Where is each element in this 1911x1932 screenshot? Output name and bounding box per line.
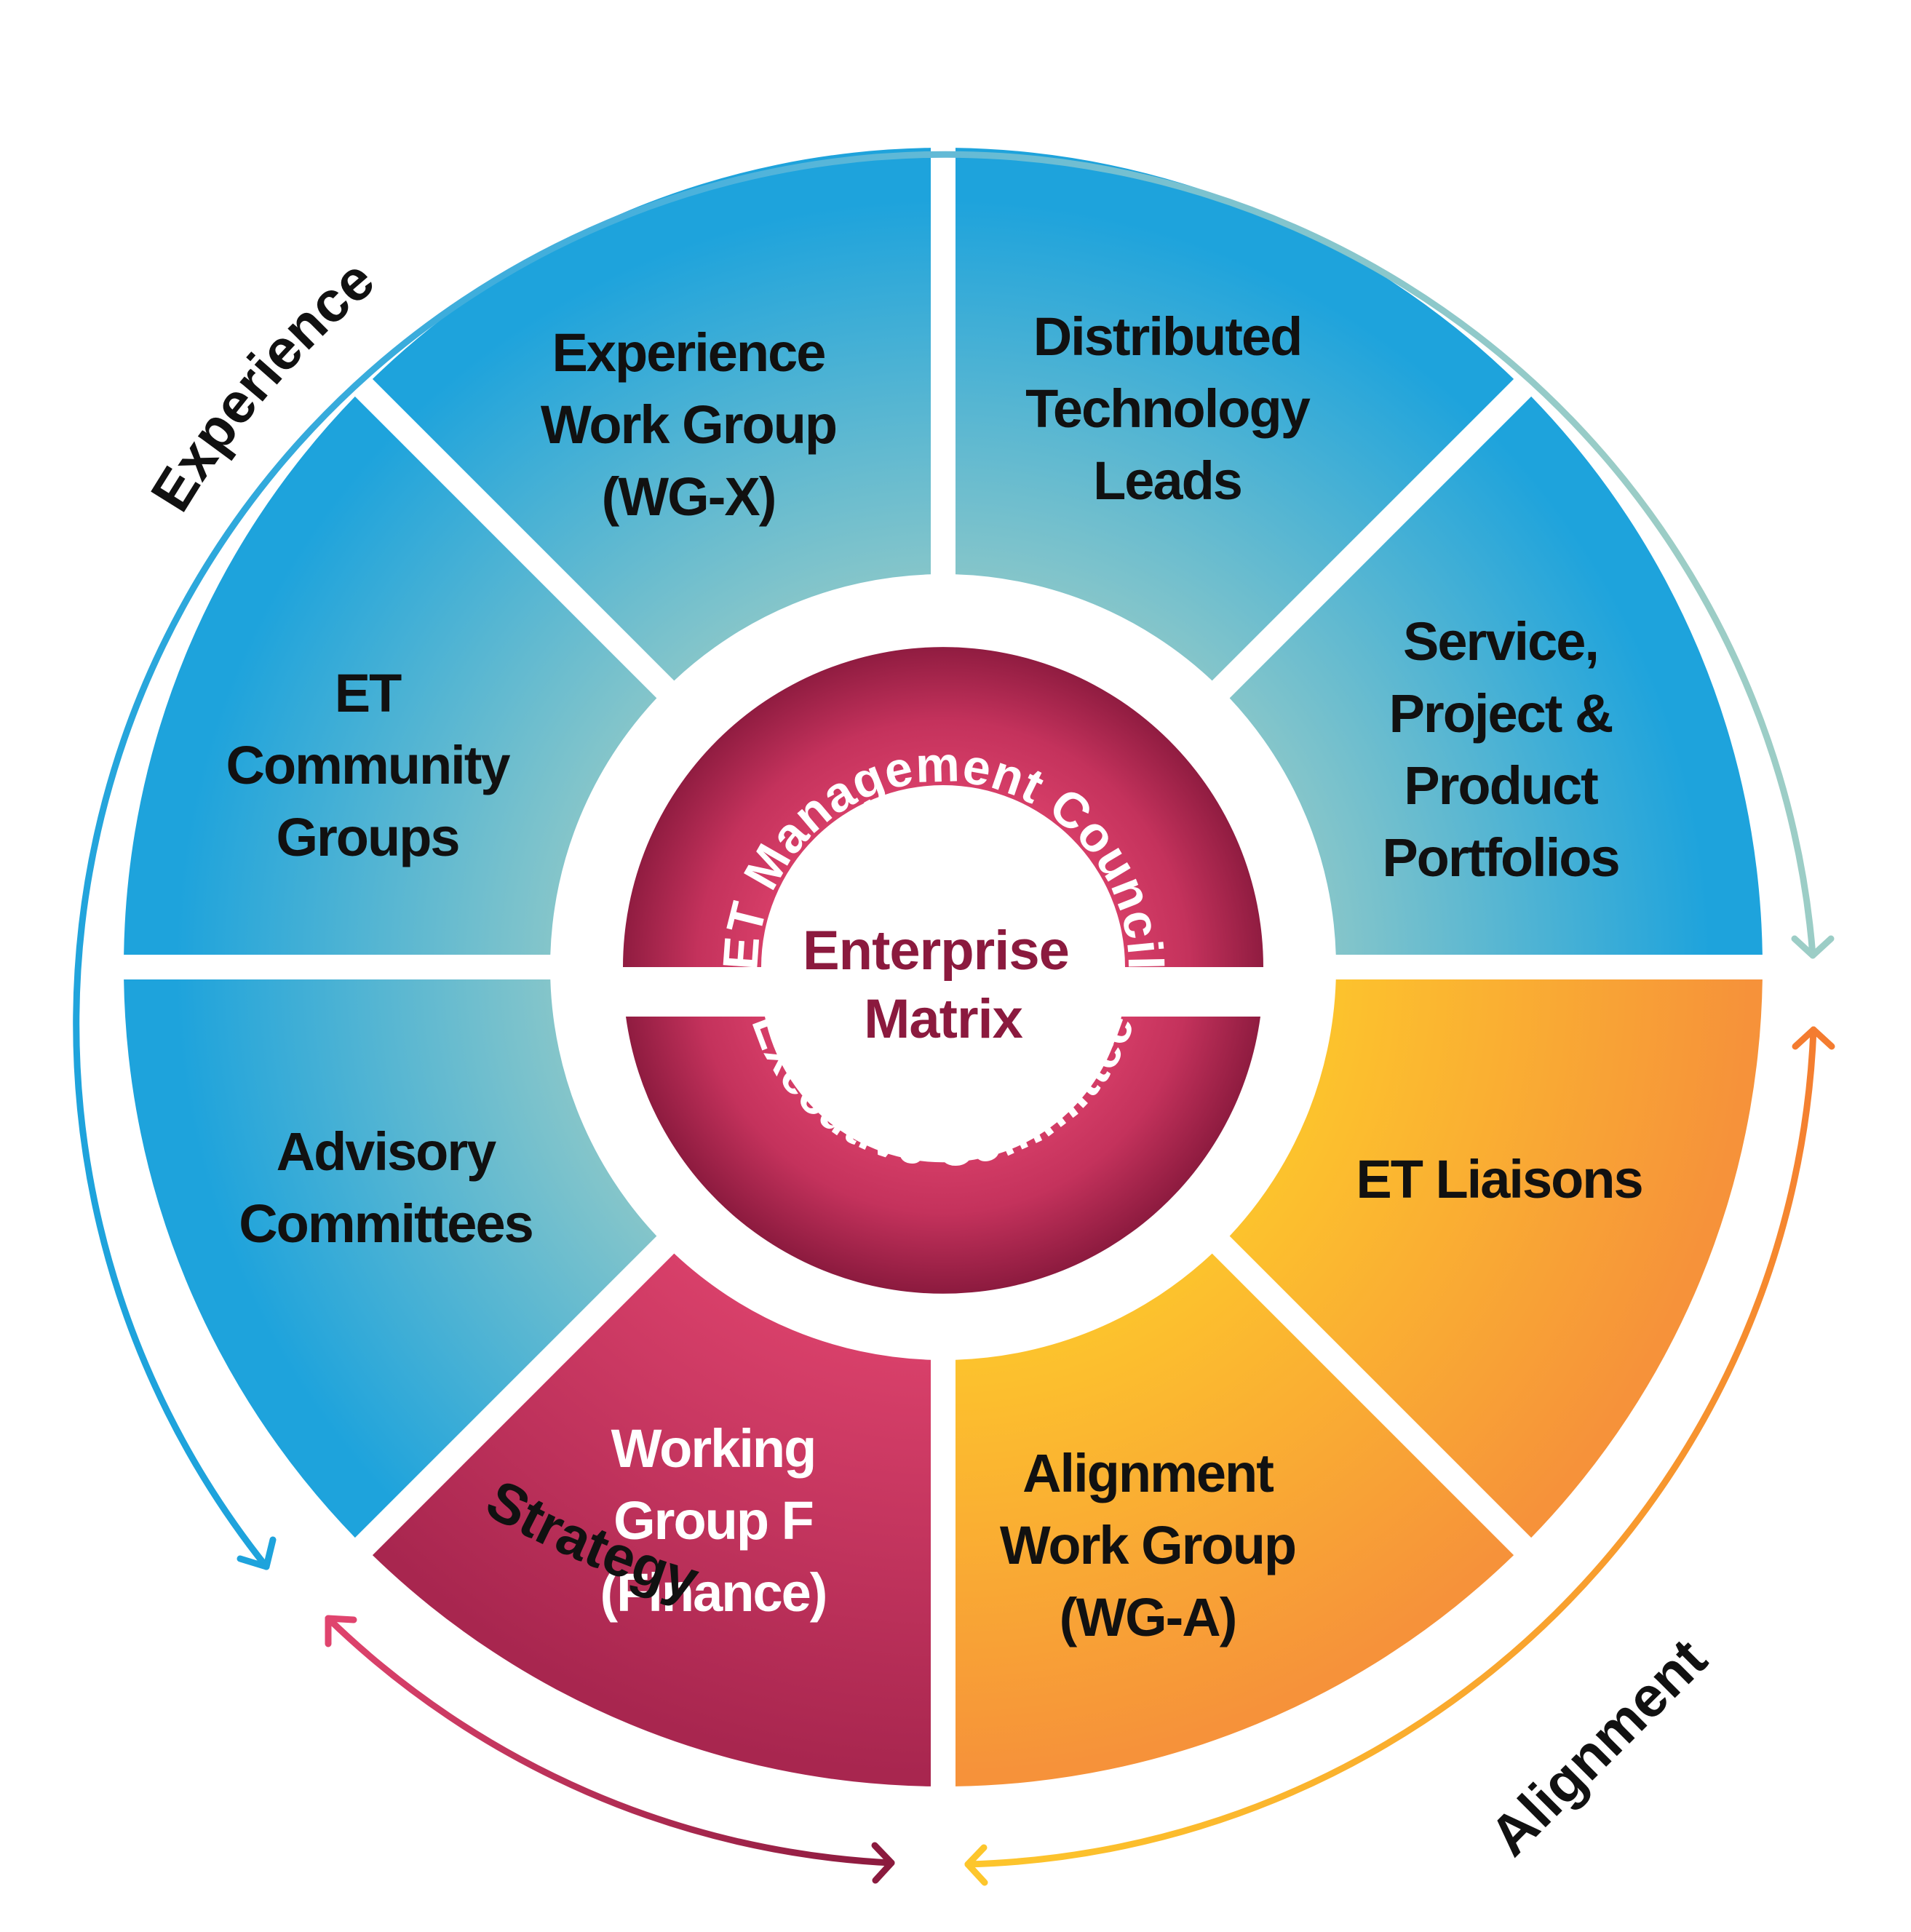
center-title: Enterprise Matrix (803, 920, 1084, 1050)
alignment-arc-arrowhead-start (1792, 1026, 1835, 1050)
alignment-arc-label-group: Alignment (1477, 1626, 1719, 1868)
alignment-arc (964, 1026, 1817, 1868)
strategy-arc-arrowhead-start (325, 1615, 357, 1647)
service-project-product-portfolios-label-line: Portfolios (1382, 827, 1618, 888)
et-liaisons-label: ET Liaisons (1356, 1149, 1642, 1209)
et-liaisons-label-line: ET Liaisons (1356, 1149, 1642, 1209)
service-project-product-portfolios-label-line: Product (1404, 755, 1598, 816)
alignment-work-group-label-line: Alignment (1022, 1443, 1274, 1503)
alignment-arc-label: Alignment (1477, 1626, 1719, 1868)
distributed-technology-leads-label-line: Leads (1093, 450, 1241, 511)
service-project-product-portfolios-label-line: Project & (1389, 683, 1613, 744)
et-community-groups-label-line: Groups (276, 807, 458, 867)
experience-arc-arrowhead-end (1791, 935, 1835, 959)
distributed-technology-leads-label-line: Distributed (1033, 306, 1302, 367)
service-project-product-portfolios-segment (1229, 396, 1763, 955)
et-community-groups-label-line: ET (335, 663, 402, 723)
service-project-product-portfolios-label-line: Service, (1403, 611, 1598, 672)
management-council-ring (623, 647, 1263, 967)
strategy-arc-arrowhead-end (871, 1842, 895, 1884)
alignment-work-group-label-line: Work Group (1000, 1515, 1295, 1575)
distributed-technology-leads-segment (956, 148, 1514, 681)
center-ring (623, 647, 1263, 1294)
working-group-f-label-line: Working (611, 1418, 816, 1479)
advisory-committees-label-line: Advisory (277, 1121, 497, 1182)
experience-work-group-label-line: Work Group (541, 394, 836, 455)
alignment-arc-arrowhead-end (964, 1844, 988, 1886)
alignment-work-group-label-line: (WG-A) (1060, 1587, 1236, 1647)
experience-arc (73, 151, 1816, 1570)
et-community-groups-segment (124, 396, 657, 955)
experience-work-group-segment (372, 148, 931, 681)
alignment-work-group-segment (956, 1253, 1514, 1786)
working-group-f-segment (372, 1253, 931, 1786)
working-group-f-label-line: (Finance) (600, 1562, 827, 1623)
center-title-line-2: Matrix (864, 988, 1023, 1050)
outer-arcs (73, 151, 1835, 1886)
experience-work-group-label-line: Experience (552, 322, 825, 383)
executive-committee-ring (626, 1017, 1260, 1294)
et-liaisons-segment (1229, 979, 1763, 1538)
working-group-f-label-line: Group F (613, 1490, 813, 1551)
experience-arc-arrowhead-start (237, 1536, 277, 1570)
experience-work-group-label-line: (WG-X) (602, 466, 776, 527)
strategy-arc (325, 1615, 895, 1867)
distributed-technology-leads-label-line: Technology (1025, 378, 1311, 439)
center-title-line-1: Enterprise (803, 920, 1069, 982)
advisory-committees-segment (124, 979, 657, 1538)
et-community-groups-label-line: Community (226, 735, 511, 795)
advisory-committees-label-line: Committees (239, 1193, 533, 1254)
